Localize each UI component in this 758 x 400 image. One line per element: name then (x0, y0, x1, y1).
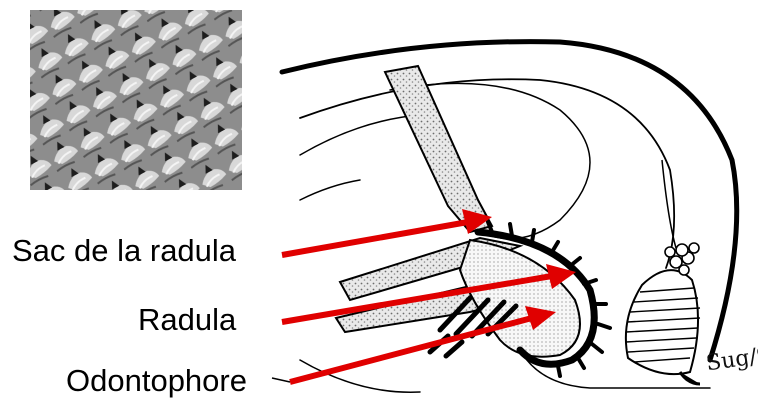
label-radula: Radula (138, 303, 236, 337)
label-sac-de-la-radula: Sac de la radula (12, 234, 236, 268)
label-odontophore: Odontophore (66, 364, 247, 398)
arrow-odontophore (290, 318, 532, 382)
dorsal-cartilage (385, 66, 492, 232)
radula-micrograph (30, 10, 242, 190)
striated-organ (626, 160, 700, 384)
